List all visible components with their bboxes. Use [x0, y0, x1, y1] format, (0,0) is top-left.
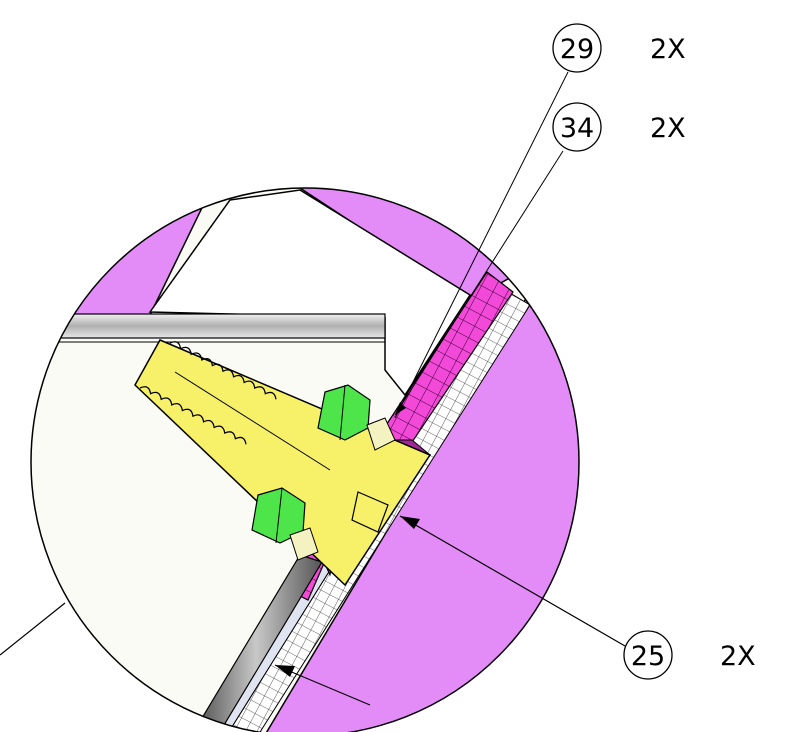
washer-upper [366, 417, 396, 451]
callout-29: 29 2X [552, 23, 686, 73]
callout-34: 34 2X [394, 102, 686, 416]
callout-25-qty: 2X [720, 641, 756, 672]
callout-34-number: 34 [560, 113, 594, 144]
rod [189, 554, 323, 732]
callout-25-number: 25 [631, 641, 665, 672]
callout-29-qty: 2X [650, 34, 686, 65]
callout-29-leader [394, 71, 569, 419]
detail-circle-outline [30, 187, 580, 732]
horizontal-bar [39, 313, 386, 339]
callout-34-qty: 2X [650, 113, 686, 144]
callout-25: 25 2X [399, 515, 756, 680]
screw [134, 339, 432, 587]
washer-lower [289, 527, 319, 561]
callout-29-number: 29 [560, 34, 594, 65]
